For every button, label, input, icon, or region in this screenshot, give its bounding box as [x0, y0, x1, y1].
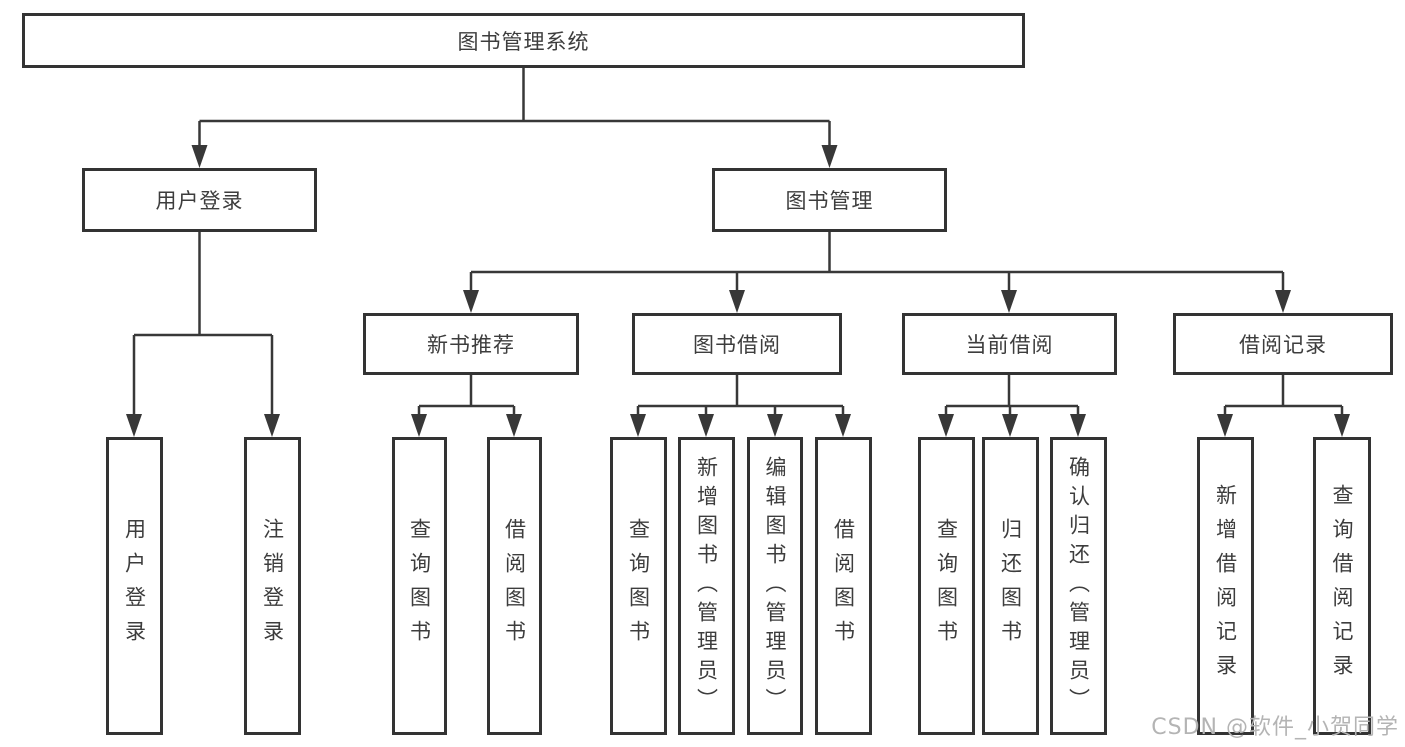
node-book-borrowing: 图书借阅	[632, 313, 842, 375]
leaf-edit-book-admin: 编辑图书（管理员）	[747, 437, 803, 735]
leaf-query-books-3-label: 查询图书	[934, 518, 959, 654]
leaf-query-books-1: 查询图书	[392, 437, 447, 735]
leaf-return-book-label: 归还图书	[998, 518, 1023, 654]
leaf-query-books-1-label: 查询图书	[407, 518, 432, 654]
leaf-return-book: 归还图书	[982, 437, 1039, 735]
leaf-add-book-admin-label: 新增图书（管理员）	[694, 455, 719, 717]
leaf-query-books-3: 查询图书	[918, 437, 975, 735]
leaf-borrow-books-1: 借阅图书	[487, 437, 542, 735]
leaf-query-borrow-record-label: 查询借阅记录	[1330, 484, 1354, 688]
leaf-borrow-books-1-label: 借阅图书	[502, 518, 527, 654]
node-new-book-recommend-label: 新书推荐	[427, 333, 515, 357]
node-user-login-label: 用户登录	[155, 189, 244, 213]
leaf-query-books-2: 查询图书	[610, 437, 667, 735]
leaf-add-book-admin: 新增图书（管理员）	[678, 437, 735, 735]
leaf-borrow-books-2-label: 借阅图书	[831, 518, 856, 654]
node-book-borrowing-label: 图书借阅	[693, 333, 781, 357]
leaf-logout: 注销登录	[244, 437, 301, 735]
leaf-query-books-2-label: 查询图书	[626, 518, 651, 654]
node-library-system: 图书管理系统	[22, 13, 1025, 68]
leaf-add-borrow-record-label: 新增借阅记录	[1213, 484, 1238, 688]
node-current-borrowing: 当前借阅	[902, 313, 1117, 375]
leaf-add-borrow-record: 新增借阅记录	[1197, 437, 1254, 735]
node-book-management-label: 图书管理	[785, 189, 874, 213]
node-borrowing-records-label: 借阅记录	[1239, 333, 1327, 357]
node-library-system-label: 图书管理系统	[457, 29, 590, 54]
leaf-logout-label: 注销登录	[260, 518, 285, 654]
tree-edges	[132, 68, 1344, 415]
arrowheads	[126, 145, 1350, 437]
node-user-login: 用户登录	[82, 168, 317, 232]
leaf-confirm-return-admin: 确认归还（管理员）	[1050, 437, 1107, 735]
node-new-book-recommend: 新书推荐	[363, 313, 579, 375]
node-book-management: 图书管理	[712, 168, 947, 232]
node-borrowing-records: 借阅记录	[1173, 313, 1393, 375]
leaf-query-borrow-record: 查询借阅记录	[1313, 437, 1371, 735]
node-current-borrowing-label: 当前借阅	[965, 333, 1054, 357]
leaf-user-login: 用户登录	[106, 437, 163, 735]
leaf-borrow-books-2: 借阅图书	[815, 437, 872, 735]
leaf-user-login-label: 用户登录	[122, 518, 147, 654]
leaf-confirm-return-admin-label: 确认归还（管理员）	[1066, 455, 1091, 717]
leaf-edit-book-admin-label: 编辑图书（管理员）	[763, 455, 787, 717]
